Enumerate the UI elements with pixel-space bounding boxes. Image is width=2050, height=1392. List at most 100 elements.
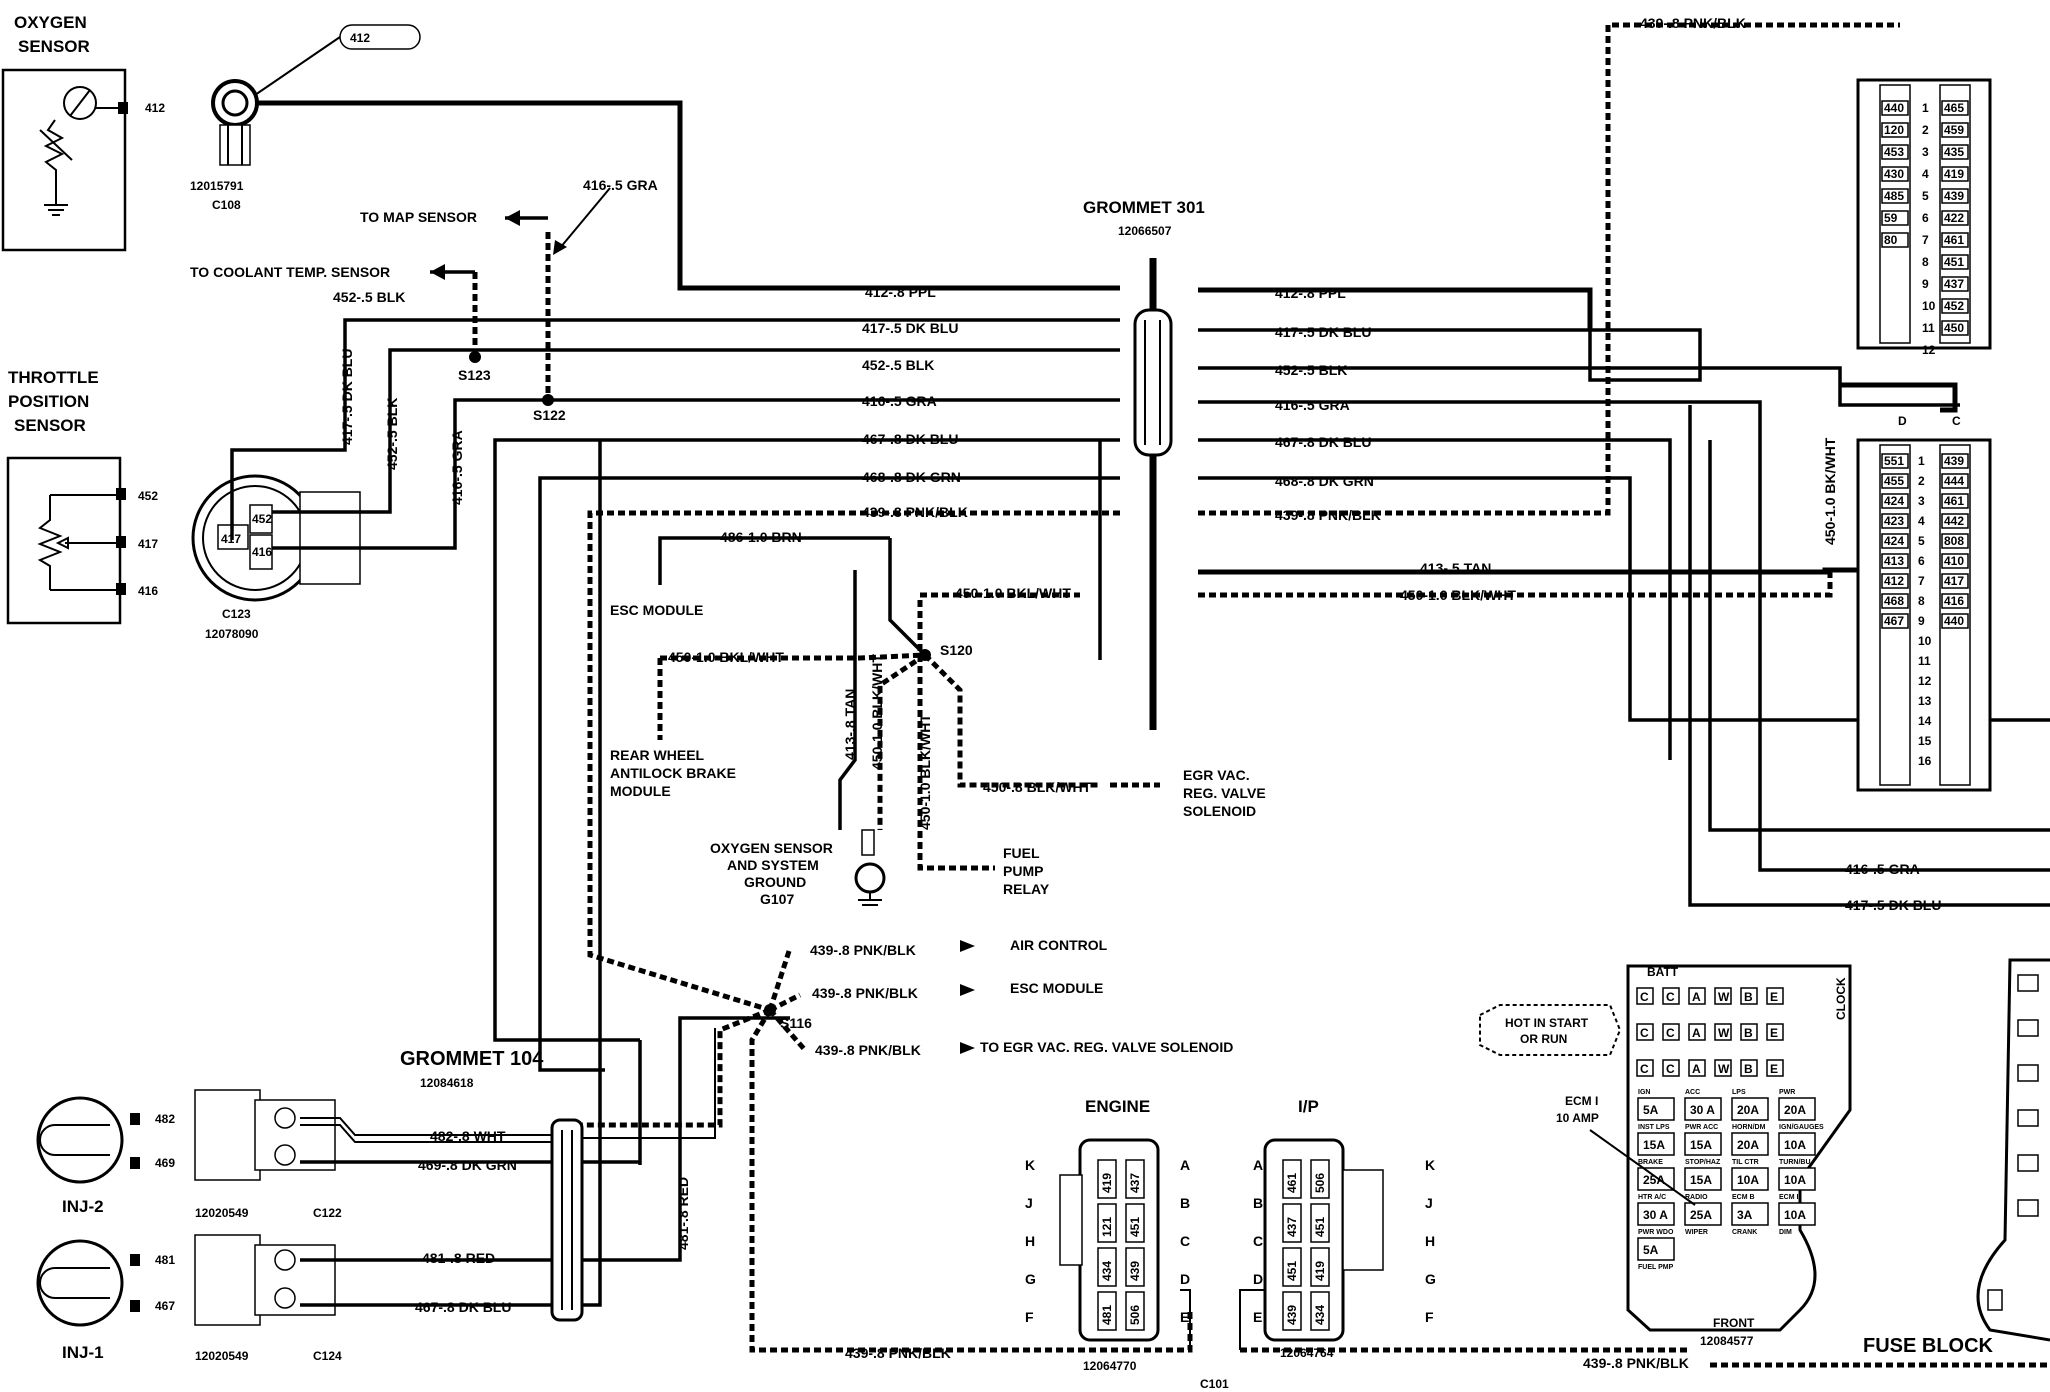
ecm-bottom-row-number: 16 [1918, 754, 1932, 768]
wire-439-pnkblk-left: 439-.8 PNK/BLK [862, 504, 968, 520]
fuse-rating: 15A [1690, 1138, 1712, 1152]
wire-452-blk-right: 452-.5 BLK [1275, 362, 1347, 378]
fuse-name: HTR A/C [1638, 1194, 1666, 1201]
wire-439-air: 439-.8 PNK/BLK [810, 942, 916, 958]
fuse-cell [1637, 1132, 1675, 1156]
fuse-cell [1637, 1097, 1675, 1121]
wire-439-top: 439-.8 PNK/BLK [1640, 15, 1746, 31]
ecm-top-left-pin-cell [1881, 144, 1909, 160]
fuse-rating: 10A [1784, 1138, 1806, 1152]
c101-engine-cavity-cell [1097, 1159, 1117, 1199]
ecm-bottom-col-c: C [1952, 414, 1961, 428]
c101-ref: C101 [1200, 1377, 1229, 1391]
c101-row-right: B [1180, 1195, 1190, 1211]
fuse-relay-label: W [1718, 1062, 1730, 1076]
ecm-top-row-number: 5 [1922, 189, 1929, 203]
fuse-block-part: 12084577 [1700, 1334, 1754, 1348]
inj1-ref: C124 [313, 1349, 342, 1363]
ecm-top-right-pin-label: 437 [1944, 277, 1964, 291]
ecm-bottom-row-number: 3 [1918, 494, 1925, 508]
ecm-top-right-pin-label: 465 [1944, 101, 1964, 115]
oxygen-sensor-title-2: SENSOR [18, 37, 90, 56]
c101-ip-cavity-cell [1310, 1247, 1330, 1287]
ecm-bottom-row-number: 11 [1918, 654, 1931, 668]
c101-ip-row-left: E [1253, 1309, 1262, 1325]
ecm-bottom-row-number: 8 [1918, 594, 1925, 608]
fuse-relay-label: E [1770, 990, 1778, 1004]
fuse-relay-label: B [1744, 1062, 1753, 1076]
c108-ref: C108 [212, 198, 241, 212]
fuse-relay-cell [1740, 987, 1758, 1005]
c101-row-right: A [1180, 1157, 1190, 1173]
ecm-bottom-right-pin-cell [1941, 493, 1969, 509]
ecm-top-right-pin-cell [1941, 188, 1969, 204]
ecm-top-left-pin-label: 80 [1884, 233, 1898, 247]
c101-ip-title: I/P [1298, 1097, 1319, 1116]
c101-row-left: K [1025, 1157, 1035, 1173]
ecm-bottom-right-pin-label: 440 [1944, 614, 1964, 628]
ecm-top-right-pin-label: 459 [1944, 123, 1964, 137]
fuse-name: WIPER [1685, 1229, 1708, 1236]
fuse-name: TURN/BU [1779, 1159, 1811, 1166]
fuse-relay-label: A [1692, 1062, 1701, 1076]
ground-g107: OXYGEN SENSOR AND SYSTEM GROUND G107 [710, 829, 886, 907]
wire-482-wht: 482-.8 WHT [430, 1128, 506, 1144]
fuse-name: IGN/GAUGES [1779, 1124, 1824, 1131]
grommet-301-title: GROMMET 301 [1083, 198, 1205, 217]
tps-pin-416: 416 [138, 584, 158, 598]
ecm-bottom-right-pin-cell [1941, 593, 1969, 609]
fuse-relay-label: W [1718, 1026, 1730, 1040]
c101-ip-cavity: 461 [1285, 1173, 1299, 1193]
splice-s123: S123 [458, 367, 491, 383]
ecm-top-left-pin-cell [1881, 122, 1909, 138]
fuse-name: HORN/DM [1732, 1124, 1766, 1131]
wire-416-tps: 416-.5 GRA [449, 430, 465, 505]
fuse-relay-cell [1714, 987, 1732, 1005]
ecm-bottom-right-pin-cell [1941, 553, 1969, 569]
ecm-top-right-pin-cell [1941, 210, 1969, 226]
dest-o2-ground-2: AND SYSTEM [727, 857, 819, 873]
ecm-top-right-pin-cell [1941, 100, 1969, 116]
inj1-name: INJ-1 [62, 1343, 104, 1362]
c123-ref: C123 [222, 607, 251, 621]
wire-417-dkblu-ecm: 417-.5 DK BLU [1845, 897, 1941, 913]
fuse-rating: 10A [1784, 1173, 1806, 1187]
ecm-top-right-pin-label: 452 [1944, 299, 1964, 313]
inj2-pin-482: 482 [155, 1112, 175, 1126]
wire-486-brn: 486-1.0 BRN [720, 529, 802, 545]
c101-engine-cavity-cell [1125, 1247, 1145, 1287]
wire-450-blkwht-right: 450-1.0 BLK/WHT [1400, 587, 1516, 603]
dest-o2-ground-4: G107 [760, 891, 794, 907]
fuse-cell [1637, 1237, 1675, 1261]
ecm-bottom-left-pin-label: 455 [1884, 474, 1904, 488]
dest-coolant: TO COOLANT TEMP. SENSOR [190, 264, 390, 280]
ecm-top-row-number: 9 [1922, 277, 1929, 291]
fuse-relay-label: E [1770, 1026, 1778, 1040]
fuse-relay-cell [1740, 1023, 1758, 1041]
fuse-name: PWR [1779, 1089, 1795, 1096]
dest-fuel-2: PUMP [1003, 863, 1043, 879]
dest-egr-3: SOLENOID [1183, 803, 1256, 819]
c108-part: 12015791 [190, 179, 244, 193]
fuse-relay-cell [1688, 1023, 1706, 1041]
fuse-cell [1731, 1097, 1769, 1121]
ecm-top-right-pin-label: 439 [1944, 189, 1964, 203]
c101-ip-row-left: C [1253, 1233, 1263, 1249]
ecm-top-row-number: 3 [1922, 145, 1929, 159]
tps-pin-417: 417 [138, 537, 158, 551]
ecm-top-row-number: 12 [1922, 343, 1936, 357]
fuse-relay-cell [1714, 1059, 1732, 1077]
ecm-top-right-pin-cell [1941, 298, 1969, 314]
fuse-relay-label: B [1744, 1026, 1753, 1040]
wire-413-tan-vertical: 413-.8 TAN [842, 689, 858, 760]
wire-413-tan: 413-.5 TAN [1420, 560, 1491, 576]
fuse-relay-cell [1766, 1023, 1784, 1041]
c123-part: 12078090 [205, 627, 259, 641]
ecm-top-right-pin-label: 451 [1944, 255, 1964, 269]
ecm-bottom-row-number: 7 [1918, 574, 1925, 588]
ecm-bottom-left-pin-cell [1881, 513, 1909, 529]
